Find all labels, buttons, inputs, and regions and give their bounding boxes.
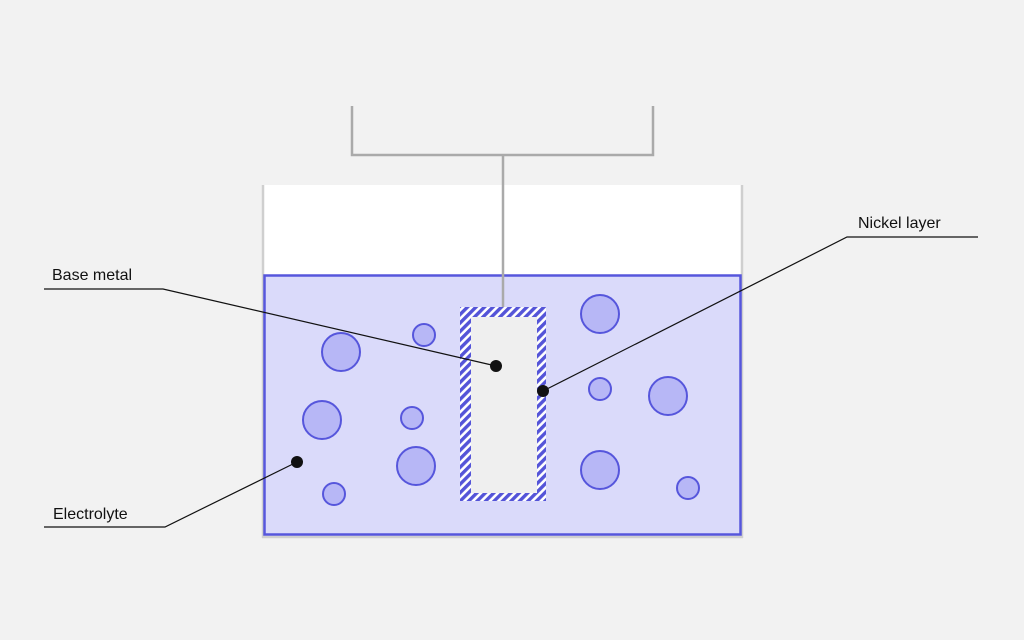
label-nickel-layer: Nickel layer xyxy=(858,215,941,232)
callout-base-metal: Base metal xyxy=(44,267,502,372)
bubble xyxy=(412,323,436,347)
bubble xyxy=(321,332,361,372)
callout-dot xyxy=(490,360,502,372)
label-base-metal: Base metal xyxy=(52,267,132,284)
bubble xyxy=(648,376,688,416)
leader-line xyxy=(542,236,978,392)
wire-holder xyxy=(350,106,655,157)
bubble xyxy=(580,450,620,490)
bubble xyxy=(322,482,346,506)
label-electrolyte: Electrolyte xyxy=(53,506,128,523)
bubble xyxy=(676,476,700,500)
callout-dot xyxy=(537,385,549,397)
bubble xyxy=(580,294,620,334)
callout-electrolyte: Electrolyte xyxy=(44,456,303,528)
bubble xyxy=(396,446,436,486)
bubble xyxy=(400,406,424,430)
ion-bubbles xyxy=(302,294,700,506)
leader-line xyxy=(44,288,497,367)
base-metal xyxy=(471,317,537,493)
callout-nickel-layer: Nickel layer xyxy=(537,215,978,397)
bubble xyxy=(588,377,612,401)
bubble xyxy=(302,400,342,440)
leader-line xyxy=(44,461,298,528)
callout-dot xyxy=(291,456,303,468)
